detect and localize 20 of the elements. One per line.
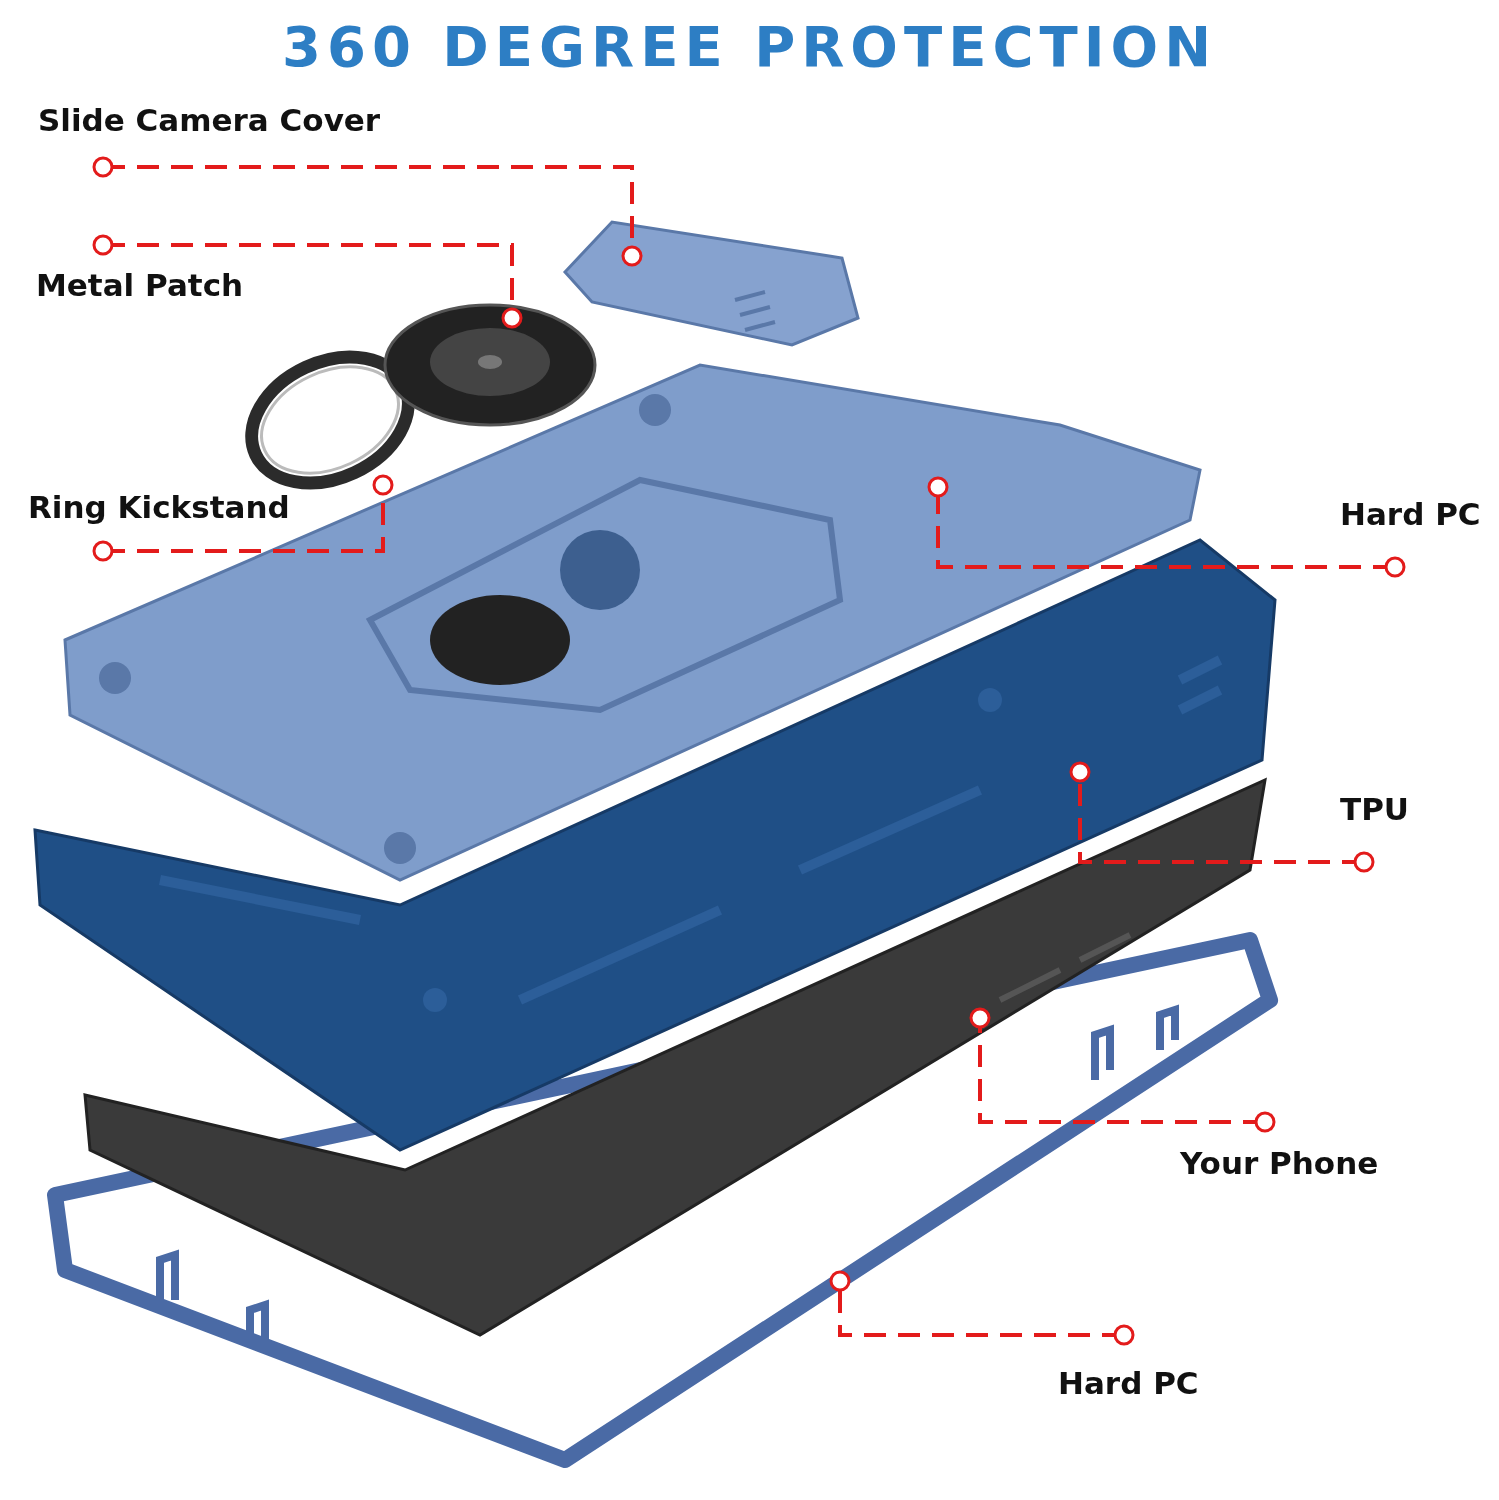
part-label: Slide Camera Cover — [38, 103, 381, 138]
leader-line — [92, 234, 523, 329]
leader-line — [92, 474, 394, 562]
camera-slider-drawing — [562, 220, 860, 347]
part-label: TPU — [1340, 792, 1410, 827]
leader-line — [969, 1007, 1276, 1133]
tpu-case-drawing — [33, 538, 1277, 1152]
leader-line — [829, 1270, 1135, 1346]
part-label: Metal Patch — [36, 268, 244, 303]
part-label: Your Phone — [1180, 1146, 1379, 1181]
part-label: Hard PC — [1340, 497, 1481, 532]
part-label: Ring Kickstand — [28, 490, 290, 525]
ring-drawing — [245, 350, 415, 490]
phone-drawing — [83, 777, 1267, 1337]
title: 360 DEGREE PROTECTION — [280, 14, 1218, 79]
part-label: Hard PC — [1058, 1366, 1199, 1401]
leader-line — [92, 156, 643, 267]
metal-disc-drawing — [383, 303, 597, 427]
leader-line — [927, 476, 1406, 578]
leader-line — [1069, 761, 1375, 873]
